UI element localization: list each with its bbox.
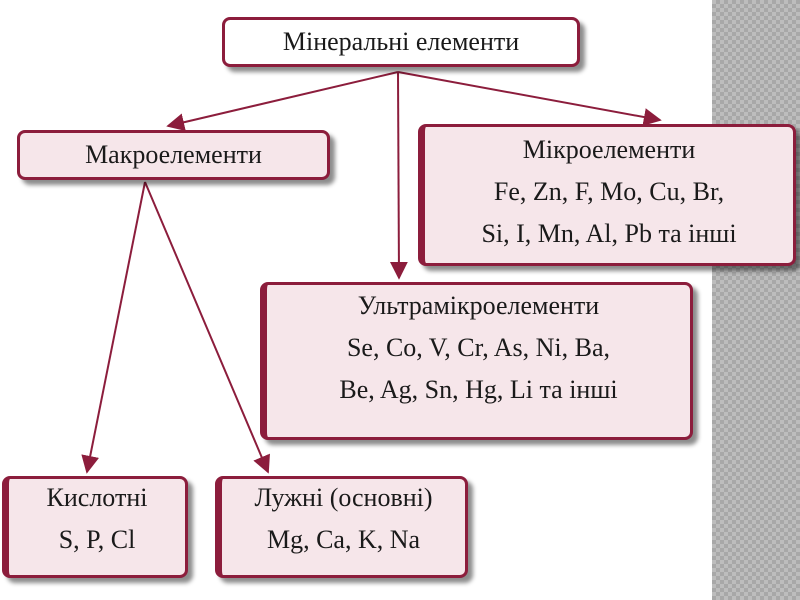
alkaline-box: Лужні (основні) Mg, Ca, K, Na: [215, 476, 468, 578]
alkaline-label: Лужні (основні): [254, 483, 433, 512]
ultramicroelements-list-line-1: Se, Co, V, Cr, As, Ni, Ba,: [346, 333, 611, 362]
mineral-elements-box: Мінеральні елементи: [222, 17, 580, 67]
acidic-elements: S, P, Cl: [58, 525, 136, 554]
arrow-macro-to-alkaline: [144, 181, 270, 474]
ultramicroelements-list-line-2: Be, Ag, Sn, Hg, Li та інші: [339, 375, 618, 404]
ultramicroelements-label: Ультрамікроелементи: [357, 291, 600, 320]
arrow-root-to-ultra: [389, 71, 408, 280]
macroelements-label: Макроелементи: [85, 140, 262, 169]
microelements-box: Мікроелементи Fe, Zn, F, Mo, Cu, Br, Si,…: [418, 124, 796, 266]
checkered-side-panel: [712, 0, 800, 600]
arrow-root-to-micro: [397, 71, 662, 126]
arrow-root-to-macro: [166, 71, 399, 132]
mineral-elements-label: Мінеральні елементи: [282, 27, 520, 56]
acidic-box: Кислотні S, P, Cl: [2, 476, 188, 578]
macroelements-box: Макроелементи: [17, 130, 330, 180]
arrow-macro-to-acid: [81, 181, 146, 474]
microelements-list-line-2: Si, I, Mn, Al, Pb та інші: [481, 219, 737, 248]
ultramicroelements-box: Ультрамікроелементи Se, Co, V, Cr, As, N…: [260, 282, 693, 440]
microelements-label: Мікроелементи: [522, 135, 696, 164]
alkaline-elements: Mg, Ca, K, Na: [266, 525, 421, 554]
microelements-list-line-1: Fe, Zn, F, Mo, Cu, Br,: [493, 177, 725, 206]
acidic-label: Кислотні: [46, 483, 148, 512]
